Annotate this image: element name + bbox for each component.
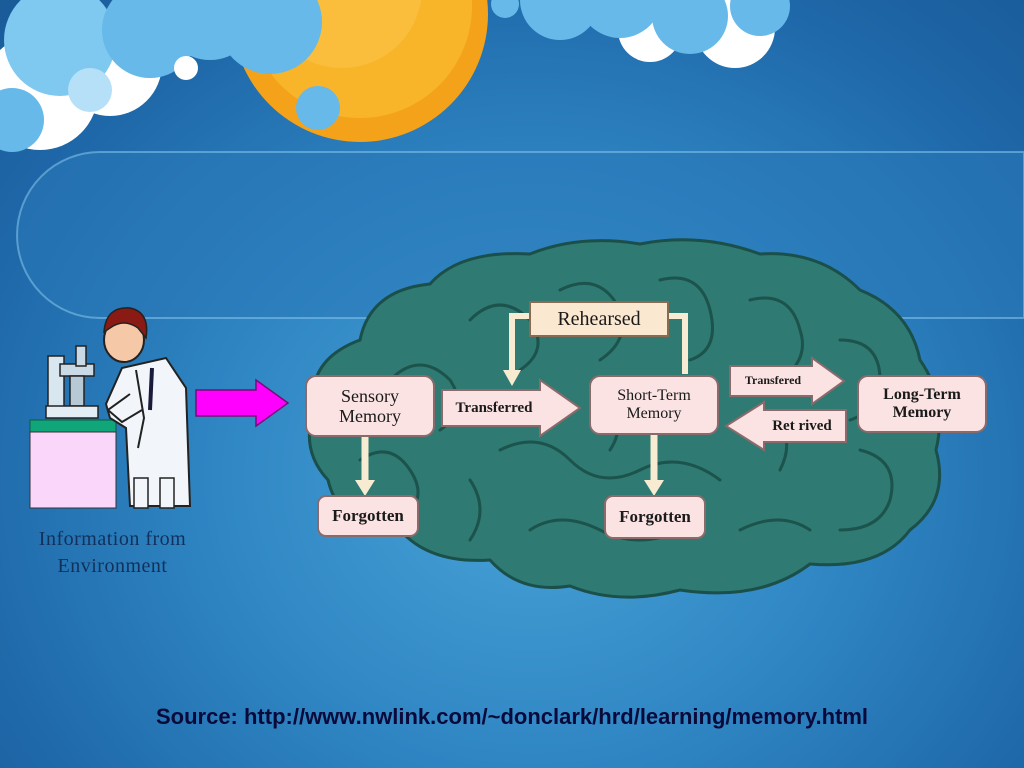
sensory-memory-label: Sensory Memory [306,376,434,436]
rehearsed-box [529,301,669,337]
transfered-label: Transfered [744,373,802,388]
transferred-arrow [441,378,582,438]
long-term-memory-line2: Memory [892,404,952,421]
short-term-memory-line1: Short-Term [617,387,691,405]
sensory-memory-line1: Sensory [341,385,399,406]
input-arrow [195,378,290,428]
long-term-memory-label: Long-Term Memory [858,376,986,432]
forgotten-sensory-box [317,495,419,537]
transferred-label: Transferred [455,399,533,416]
short-term-memory-box [589,375,719,435]
short-term-memory-label: Short-Term Memory [590,376,718,434]
short-term-memory-line2: Memory [626,405,682,422]
environment-label: Information from Environment [10,526,215,580]
sensory-memory-line2: Memory [339,406,401,426]
cloud-icon [0,0,340,152]
forgotten-sensory-label: Forgotten [332,506,404,526]
long-term-memory-box [857,375,987,433]
rehearsed-label: Rehearsed [557,307,641,330]
transfered-arrow [729,356,846,406]
cloud-icon [491,0,790,68]
long-term-memory-line1: Long-Term [883,386,961,404]
forgotten-short-term-label: Forgotten [619,507,691,527]
sensory-memory-box [305,375,435,437]
retrived-label: Ret rived [772,417,832,434]
forgotten-short-term-box [604,495,706,539]
scientist-with-microscope-icon [29,307,192,509]
rehearsal-loop [509,313,530,372]
retrived-arrow [724,400,847,452]
environment-label-line2: Environment [57,555,168,577]
environment-label-line1: Information from [38,528,187,550]
source-citation: Source: http://www.nwlink.com/~donclark/… [155,704,869,729]
